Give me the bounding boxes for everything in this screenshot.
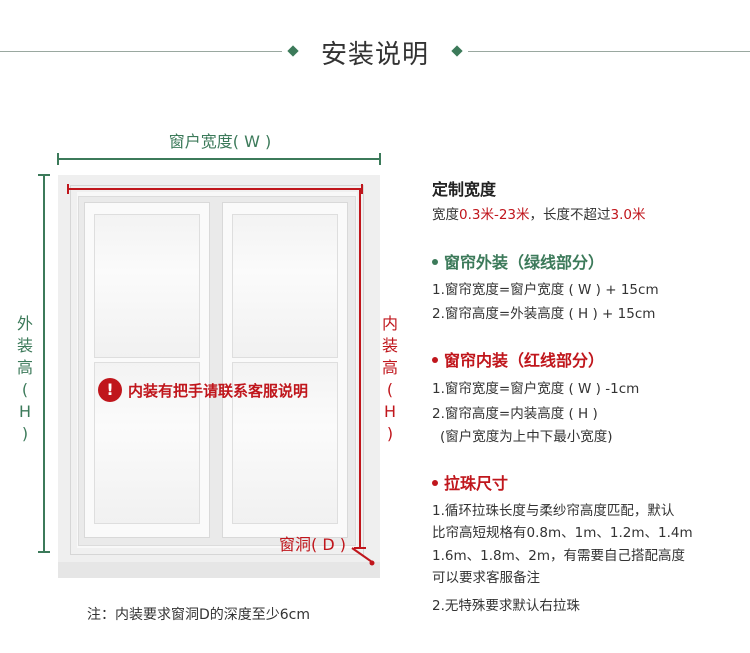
inside-mount-item: 1.窗帘宽度=窗户宽度 ( W ) -1cm <box>432 381 640 397</box>
bead-chain-line: 1.循环拉珠长度与柔纱帘高度匹配，默认 <box>432 503 675 519</box>
bead-chain-heading: 拉珠尺寸 <box>432 470 508 494</box>
inner-height-label: 内 装 高 ( H ) <box>381 314 398 443</box>
bead-chain-line: 比帘高短规格有0.8m、1m、1.2m、1.4m <box>432 525 693 541</box>
window-pane <box>232 362 338 524</box>
depth-note: 注：内装要求窗洞D的深度至少6cm <box>87 607 311 623</box>
page-title: 安装说明 <box>320 40 429 70</box>
bead-chain-line-2: 2.无特殊要求默认右拉珠 <box>432 598 580 614</box>
bullet-dot-icon <box>432 258 438 265</box>
recess-label: 窗洞( D ) <box>279 535 346 554</box>
inside-mount-heading: 窗帘内装（红线部分） <box>432 347 604 371</box>
header-rule-left <box>0 51 282 52</box>
window-sill <box>58 562 380 578</box>
bullet-dot-icon <box>432 479 438 486</box>
inside-mount-note: (窗户宽度为上中下最小宽度) <box>440 429 613 445</box>
outside-mount-item: 2.窗帘高度=外装高度 ( H ) + 15cm <box>432 306 656 322</box>
exclamation-icon: ! <box>98 378 122 402</box>
window-width-label: 窗户宽度( W ) <box>168 132 272 151</box>
outside-mount-item: 1.窗帘宽度=窗户宽度 ( W ) + 15cm <box>432 282 659 298</box>
bead-chain-line: 1.6m、1.8m、2m，有需要自己搭配高度 <box>432 548 685 564</box>
handle-notice: ! 内装有把手请联系客服说明 <box>98 374 308 406</box>
bead-chain-line: 可以要求客服备注 <box>432 570 540 586</box>
outer-height-label: 外 装 高 ( H ) <box>16 314 33 443</box>
handle-notice-text: 内装有把手请联系客服说明 <box>128 381 309 400</box>
custom-width-heading: 定制宽度 <box>432 180 497 199</box>
bullet-dot-icon <box>432 356 438 363</box>
window-pane <box>232 214 338 358</box>
header-rule-right <box>468 51 750 52</box>
custom-width-text: 宽度0.3米-23米，长度不超过3.0米 <box>432 207 646 223</box>
window-pane <box>94 214 200 358</box>
outside-mount-heading: 窗帘外装（绿线部分） <box>432 249 604 273</box>
inside-mount-item: 2.窗帘高度=内装高度 ( H ) <box>432 406 598 422</box>
